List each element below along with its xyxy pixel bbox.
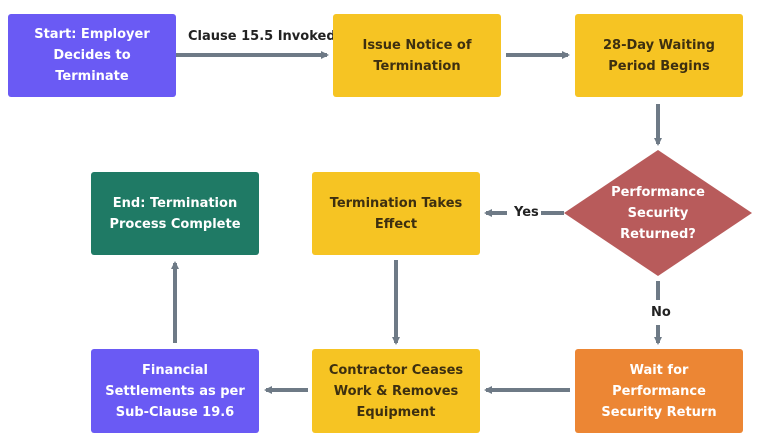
decision-label: Performance Security Returned? [611, 184, 705, 242]
node-end: End: Termination Process Complete [91, 172, 259, 255]
node-start: Start: Employer Decides to Terminate [8, 14, 176, 97]
node-wait-for-return: Wait for Performance Security Return [575, 349, 743, 433]
node-waiting-period: 28-Day Waiting Period Begins [575, 14, 743, 97]
node-issue-notice: Issue Notice of Termination [333, 14, 501, 97]
decision-diamond [564, 150, 752, 276]
edge-label-no: No [649, 305, 673, 320]
node-contractor-ceases: Contractor Ceases Work & Removes Equipme… [312, 349, 480, 433]
node-performance-security-decision: Performance Security Returned? [564, 150, 752, 276]
node-termination-effect: Termination Takes Effect [312, 172, 480, 255]
edge-label-clause: Clause 15.5 Invoked [188, 29, 336, 44]
edge-label-yes: Yes [512, 205, 541, 220]
node-financial-settlements: Financial Settlements as per Sub-Clause … [91, 349, 259, 433]
